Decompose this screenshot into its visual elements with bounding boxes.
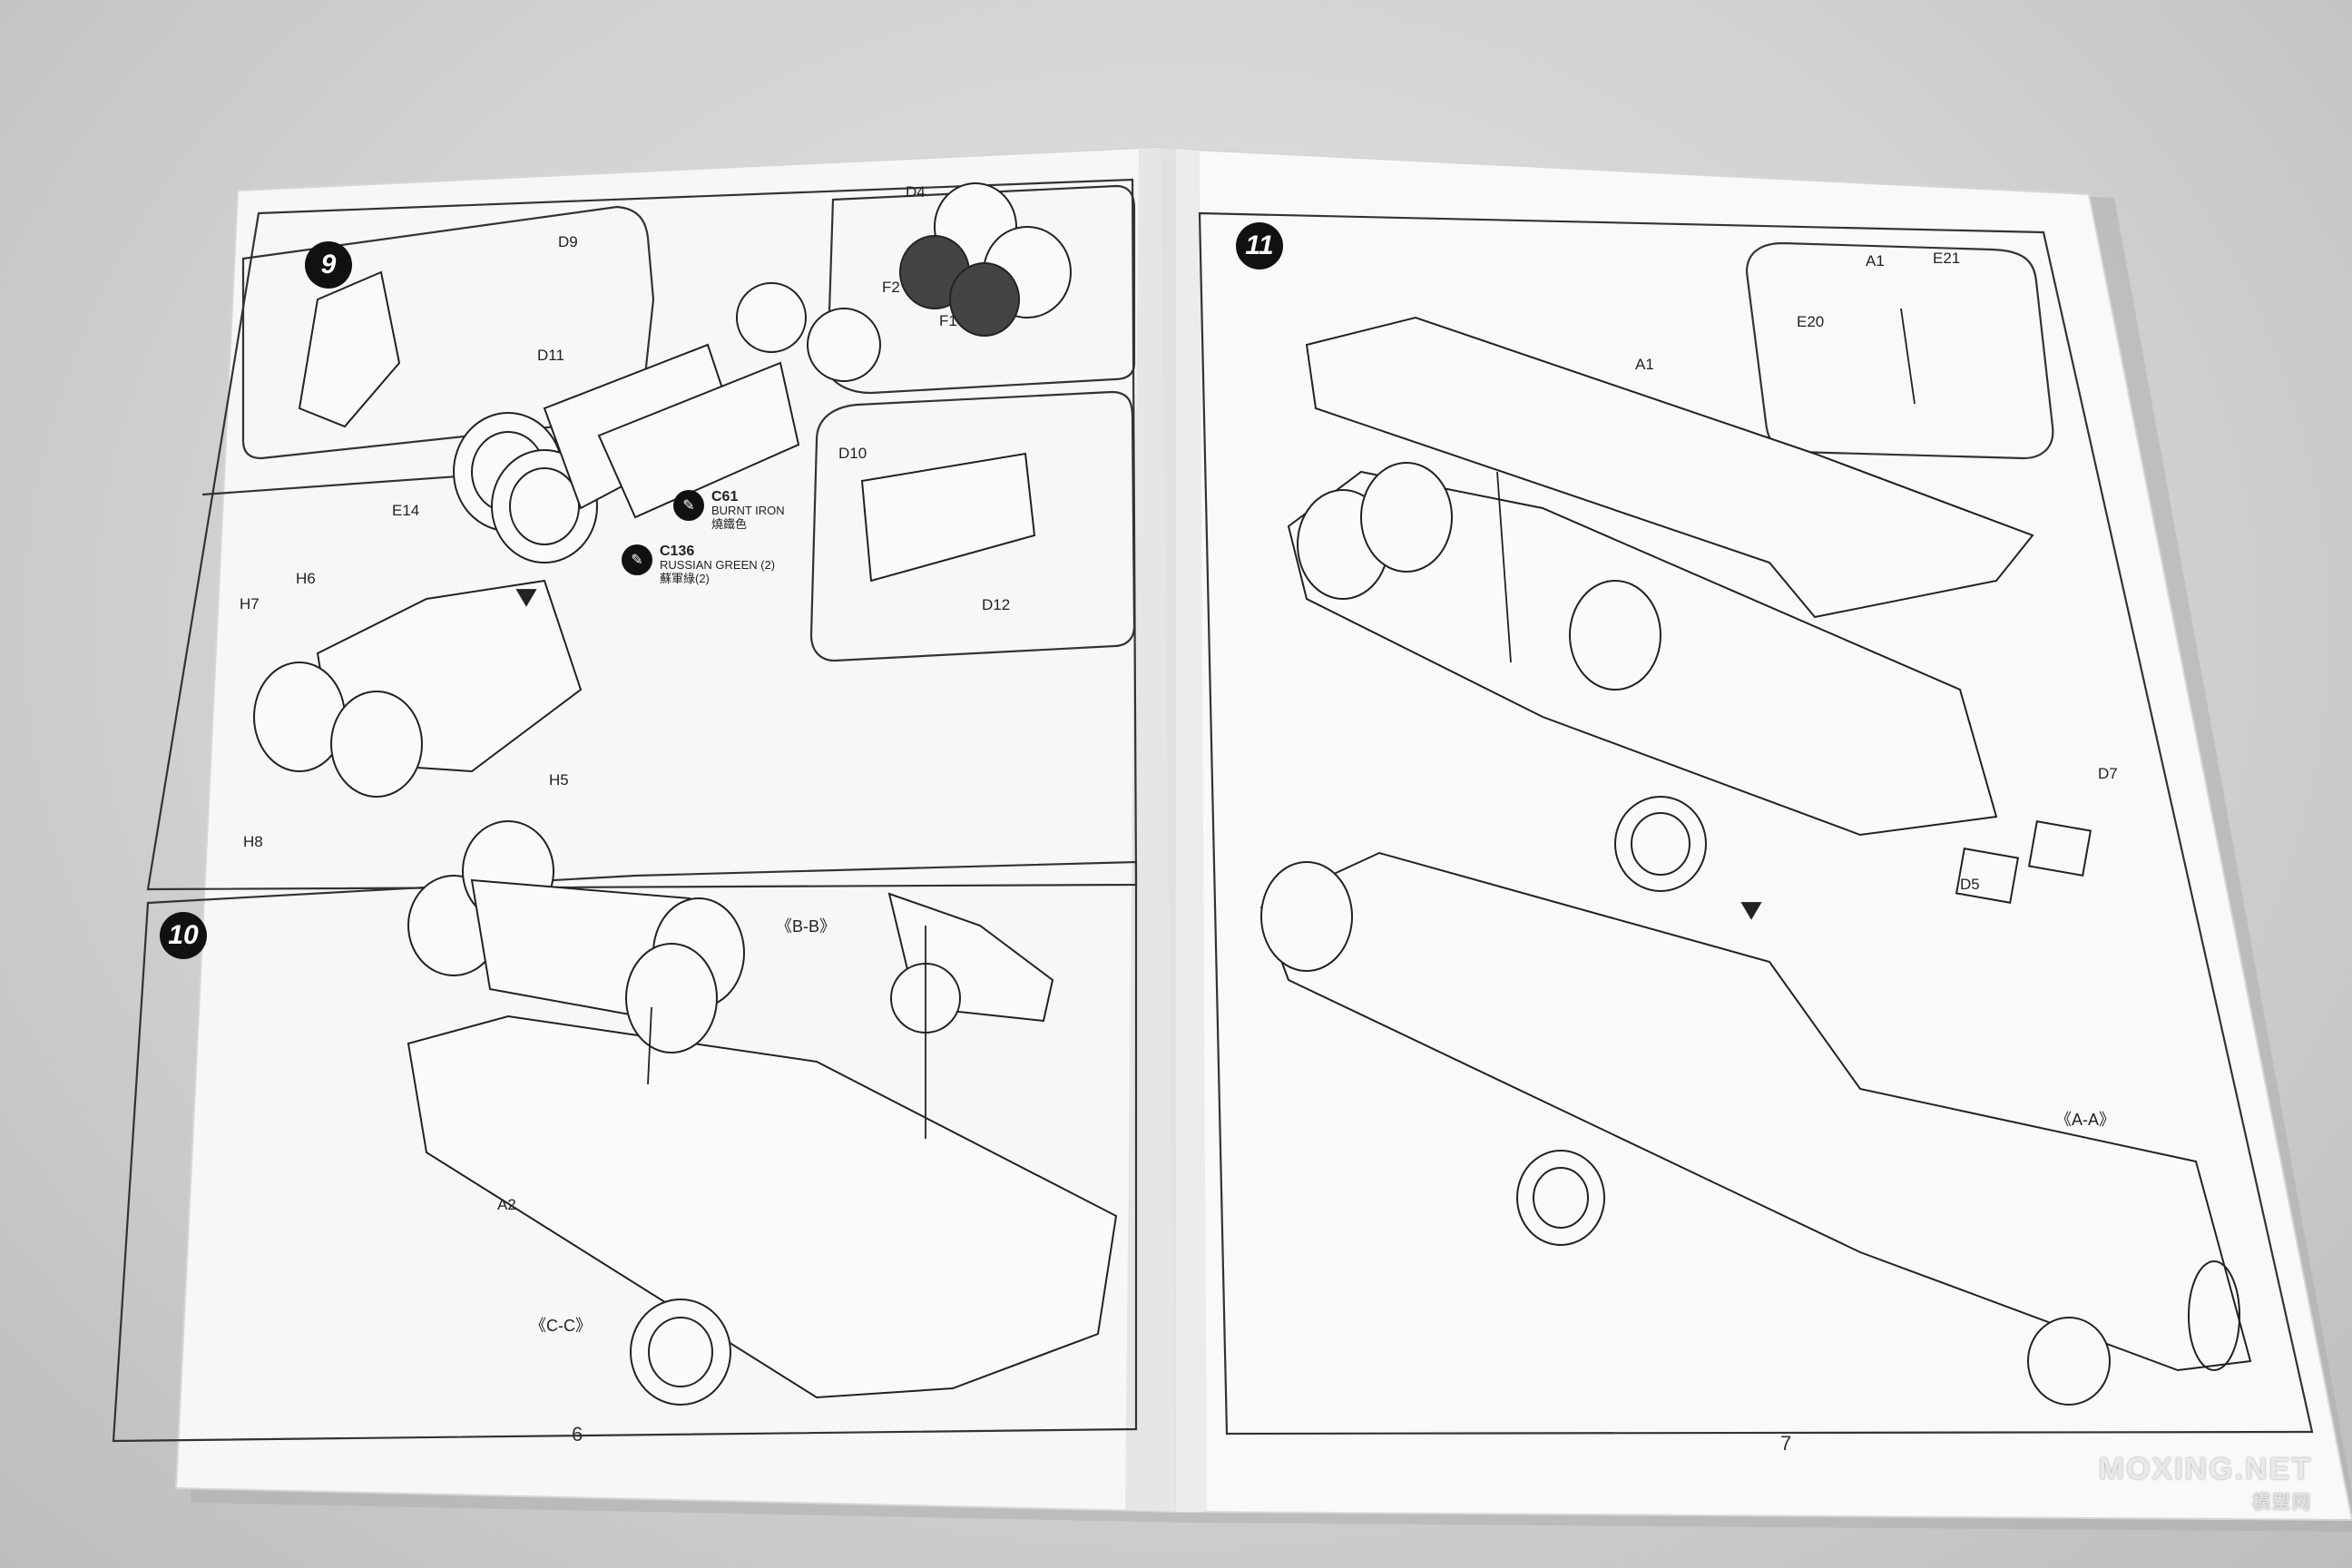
paint-code: C61: [711, 489, 739, 505]
watermark-text-cn: 模型网: [2252, 1493, 2312, 1513]
step-9-badge: 9: [305, 241, 352, 289]
part-label-e21: E21: [1933, 250, 1961, 267]
part-label-h6: H6: [296, 570, 316, 587]
part-label-h5: H5: [549, 771, 569, 789]
part-label-d4: D4: [906, 183, 926, 201]
part-label-d5: D5: [1960, 876, 1980, 893]
paint-brush-icon: ✎: [673, 490, 704, 521]
part-label-a1: A1: [1635, 356, 1654, 373]
section-label-b-b: 《B-B》: [776, 917, 837, 936]
part-label-h7: H7: [240, 595, 260, 612]
part-label-d7: D7: [2098, 765, 2118, 782]
paint-name-cn: 蘇軍綠(2): [660, 572, 710, 585]
paint-name: BURNT IRON: [711, 504, 785, 517]
paint-callout-russian-green: ✎ C136 RUSSIAN GREEN (2) 蘇軍綠(2): [622, 544, 775, 585]
fuselage-lower-drawing: [407, 820, 1118, 1406]
fuselage-complete-drawing: [1259, 851, 2252, 1406]
part-label-h8: H8: [243, 833, 263, 850]
part-label-d12: D12: [982, 596, 1011, 613]
part-label-f1: F1: [939, 312, 957, 329]
part-label-a2: A2: [497, 1196, 516, 1213]
step-10-panel: [112, 860, 1138, 1443]
paint-name-cn: 燒鐵色: [711, 517, 748, 531]
step-10-badge: 10: [160, 912, 207, 959]
engine-burner-drawings: [253, 182, 1072, 798]
paint-name: RUSSIAN GREEN (2): [660, 558, 776, 572]
section-label-a-a: 《A-A》: [2055, 1111, 2116, 1129]
paint-brush-icon: ✎: [622, 544, 652, 575]
fuselage-upper-drawing: [1287, 316, 2092, 904]
part-label-e14: E14: [392, 502, 420, 519]
part-label-d11: D11: [537, 347, 564, 364]
page-number-left: 6: [572, 1423, 583, 1446]
page-number-right: 7: [1780, 1432, 1792, 1455]
assembly-arrows: [515, 308, 1916, 1139]
paint-code: C136: [660, 544, 695, 559]
part-label-f2: F2: [882, 279, 900, 296]
watermark-text: MOXING.NET: [2098, 1452, 2312, 1486]
part-label-d10: D10: [838, 445, 867, 462]
part-label-d9: D9: [558, 233, 578, 250]
step-11-badge: 11: [1236, 222, 1283, 270]
section-label-c-c: 《C-C》: [530, 1317, 592, 1335]
part-label-a1-detail: A1: [1866, 252, 1885, 270]
part-label-e20: E20: [1797, 313, 1825, 330]
paint-callout-burnt-iron: ✎ C61 BURNT IRON 燒鐵色: [673, 490, 785, 531]
site-watermark: MOXING.NET 模型网: [2099, 1452, 2312, 1514]
